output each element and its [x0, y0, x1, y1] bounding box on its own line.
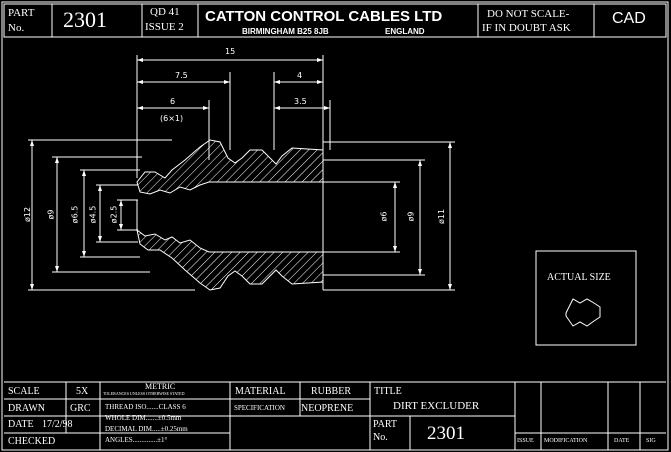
- dimension-arrows: [30, 58, 452, 290]
- date-value: 17/2/98: [42, 419, 73, 430]
- header-part-label: PART: [8, 7, 35, 19]
- checked-label: CHECKED: [8, 436, 56, 447]
- whole-tolerance: WHOLE DIM.......±0.5mm: [105, 414, 182, 422]
- dim-dia-4-5: ø4.5: [88, 205, 98, 224]
- dim-dia-12: ø12: [23, 206, 33, 223]
- dim-overall: 15: [225, 47, 236, 56]
- tb-no-label: No.: [373, 432, 388, 443]
- dim-right-length: 4: [297, 71, 303, 80]
- tb-part-label: PART: [373, 419, 398, 430]
- actual-size-outline: [565, 298, 601, 327]
- header-no-label: No.: [8, 22, 25, 34]
- tb-part-number: 2301: [427, 423, 465, 444]
- decimal-tolerance: DECIMAL DIM.....±0.25mm: [105, 425, 188, 433]
- specification-value: NEOPRENE: [301, 403, 354, 414]
- material-label: MATERIAL: [235, 386, 286, 397]
- actual-size-label: ACTUAL SIZE: [547, 272, 611, 283]
- actual-size-box: [535, 250, 637, 346]
- rev-modification-header: MODIFICATION: [544, 438, 588, 444]
- scale-value: 5X: [76, 386, 89, 397]
- dim-dia-2-5: ø2.5: [109, 205, 119, 224]
- angles-tolerance: ANGLES..............±1°: [105, 436, 168, 444]
- metric-label: METRIC: [145, 382, 176, 391]
- material-value: RUBBER: [311, 386, 352, 397]
- note-line-1: DO NOT SCALE-: [487, 8, 570, 20]
- company-country: ENGLAND: [385, 27, 425, 36]
- cad-label: CAD: [612, 10, 646, 27]
- company-name: CATTON CONTROL CABLES LTD: [205, 8, 443, 25]
- section-upper: [136, 139, 324, 195]
- rev-issue-header: ISSUE: [517, 438, 534, 444]
- note-line-2: IF IN DOUBT ASK: [482, 22, 571, 34]
- date-label: DATE: [8, 419, 34, 430]
- drawn-value: GRC: [70, 403, 91, 414]
- header-part-number: 2301: [63, 7, 107, 32]
- header-issue: ISSUE 2: [145, 21, 184, 33]
- dim-dia-11: ø11: [437, 208, 447, 225]
- scale-label: SCALE: [8, 386, 40, 397]
- header-qd: QD 41: [150, 6, 180, 18]
- title-value: DIRT EXCLUDER: [393, 400, 480, 412]
- dim-dia-9-right: ø9: [406, 211, 416, 222]
- specification-label: SPECIFICATION: [234, 404, 285, 412]
- section-lower: [136, 228, 324, 291]
- dim-right-inner-length: 3.5: [294, 97, 307, 106]
- tolerances-note: TOLERANCES UNLESS OTHERWISE STATED: [103, 391, 185, 396]
- rev-sig-header: SIG: [646, 438, 656, 444]
- header-cad-box: [593, 3, 667, 38]
- dim-thread-length: 6: [170, 97, 176, 106]
- dim-dia-6-5: ø6.5: [70, 205, 80, 224]
- dim-left-length: 7.5: [175, 71, 188, 80]
- thread-tolerance: THREAD ISO.......CLASS 6: [105, 403, 186, 411]
- dim-thread-spec: (6×1): [160, 114, 184, 123]
- title-label: TITLE: [374, 386, 402, 397]
- dim-dia-6: ø6: [379, 211, 389, 222]
- drawn-label: DRAWN: [8, 403, 45, 414]
- dim-dia-9-left: ø9: [46, 209, 56, 220]
- company-address: BIRMINGHAM B25 8JB: [242, 27, 329, 36]
- rev-date-header: DATE: [614, 438, 630, 444]
